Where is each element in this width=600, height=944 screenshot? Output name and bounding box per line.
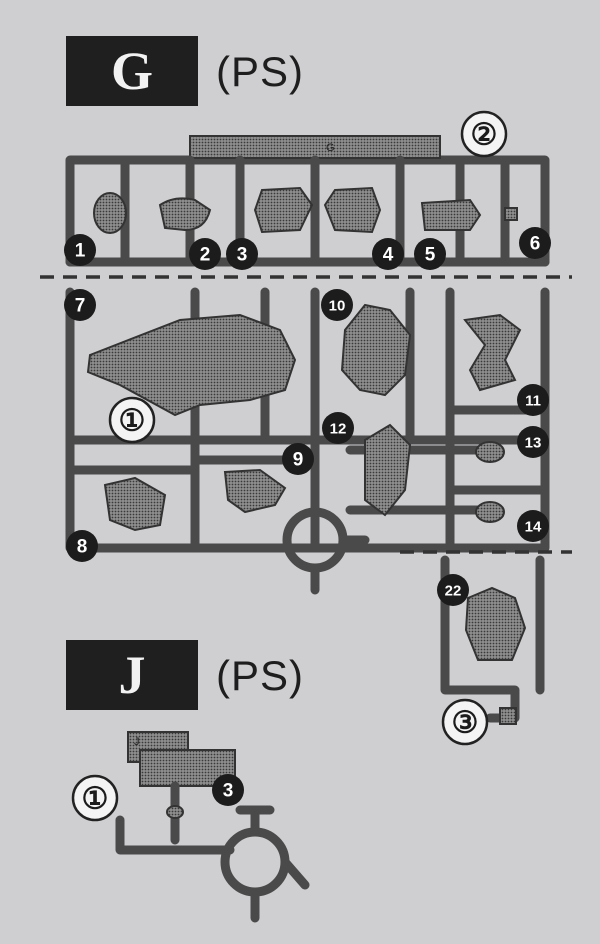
svg-text:7: 7	[75, 296, 86, 317]
svg-text:14: 14	[525, 519, 542, 536]
svg-text:13: 13	[525, 435, 542, 452]
svg-text:3: 3	[223, 781, 234, 802]
badge-g10: 10	[321, 289, 353, 321]
svg-text:22: 22	[445, 583, 462, 600]
runner-j-tag: J	[134, 736, 140, 748]
badge-g4: 4	[372, 238, 404, 270]
runner-j-letter-box: J	[66, 640, 198, 710]
runner-g-letter-box: G	[66, 36, 198, 106]
badge-g6: 6	[519, 227, 551, 259]
svg-text:9: 9	[293, 450, 304, 471]
runner-j: J ① 3	[71, 731, 310, 923]
badge-g13: 13	[517, 426, 549, 458]
badge-g-sub3: ③	[441, 698, 489, 746]
svg-text:2: 2	[200, 245, 211, 266]
badge-g2: 2	[189, 238, 221, 270]
svg-text:4: 4	[383, 245, 394, 266]
runner-j-letter: J	[118, 645, 146, 705]
runner-g-tag: G	[326, 142, 335, 154]
svg-text:1: 1	[75, 241, 86, 262]
svg-text:②: ②	[471, 119, 498, 152]
badge-g11: 11	[517, 384, 549, 416]
part-g8	[103, 476, 167, 532]
runner-g-tag-block	[189, 135, 441, 159]
badge-j-sub1: ①	[71, 774, 119, 822]
part-g12	[364, 423, 412, 517]
badge-g12: 12	[322, 412, 354, 444]
svg-text:10: 10	[329, 298, 346, 315]
svg-text:③: ③	[452, 707, 479, 740]
part-g1	[93, 192, 127, 234]
svg-text:8: 8	[77, 537, 88, 558]
part-g2	[158, 197, 212, 232]
part-g14	[475, 501, 505, 523]
part-g11	[463, 313, 522, 392]
part-g9	[223, 468, 287, 514]
runner-g-letter: G	[110, 41, 153, 101]
svg-text:12: 12	[330, 421, 347, 438]
part-g13	[475, 441, 505, 463]
svg-text:3: 3	[237, 245, 248, 266]
part-g4	[323, 186, 382, 234]
part-g7	[86, 313, 297, 417]
badge-g14: 14	[517, 510, 549, 542]
svg-text:①: ①	[82, 783, 109, 816]
runner-g-sub3-tab	[499, 707, 517, 725]
badge-g-sub1: ①	[108, 396, 156, 444]
part-g5	[420, 198, 482, 231]
badge-g7: 7	[64, 289, 96, 321]
part-g6	[504, 207, 518, 221]
badge-j3: 3	[212, 774, 244, 806]
part-g10	[340, 303, 412, 397]
badge-g22: 22	[437, 574, 469, 606]
badge-g3: 3	[226, 238, 258, 270]
badge-g1: 1	[64, 234, 96, 266]
part-g22	[464, 586, 527, 661]
badge-g-sub2: ②	[460, 110, 508, 158]
svg-text:11: 11	[525, 393, 541, 410]
part-g3	[253, 186, 314, 234]
runner-g-material: (PS)	[216, 48, 304, 95]
runner-j-material: (PS)	[216, 652, 304, 699]
svg-text:6: 6	[530, 234, 541, 255]
badge-g5: 5	[414, 238, 446, 270]
runner-j-ring	[220, 827, 290, 897]
runner-g: G	[40, 110, 572, 746]
part-j3	[166, 805, 184, 819]
badge-g8: 8	[66, 530, 98, 562]
badge-g9: 9	[282, 443, 314, 475]
svg-text:①: ①	[119, 405, 146, 438]
svg-text:5: 5	[425, 245, 436, 266]
